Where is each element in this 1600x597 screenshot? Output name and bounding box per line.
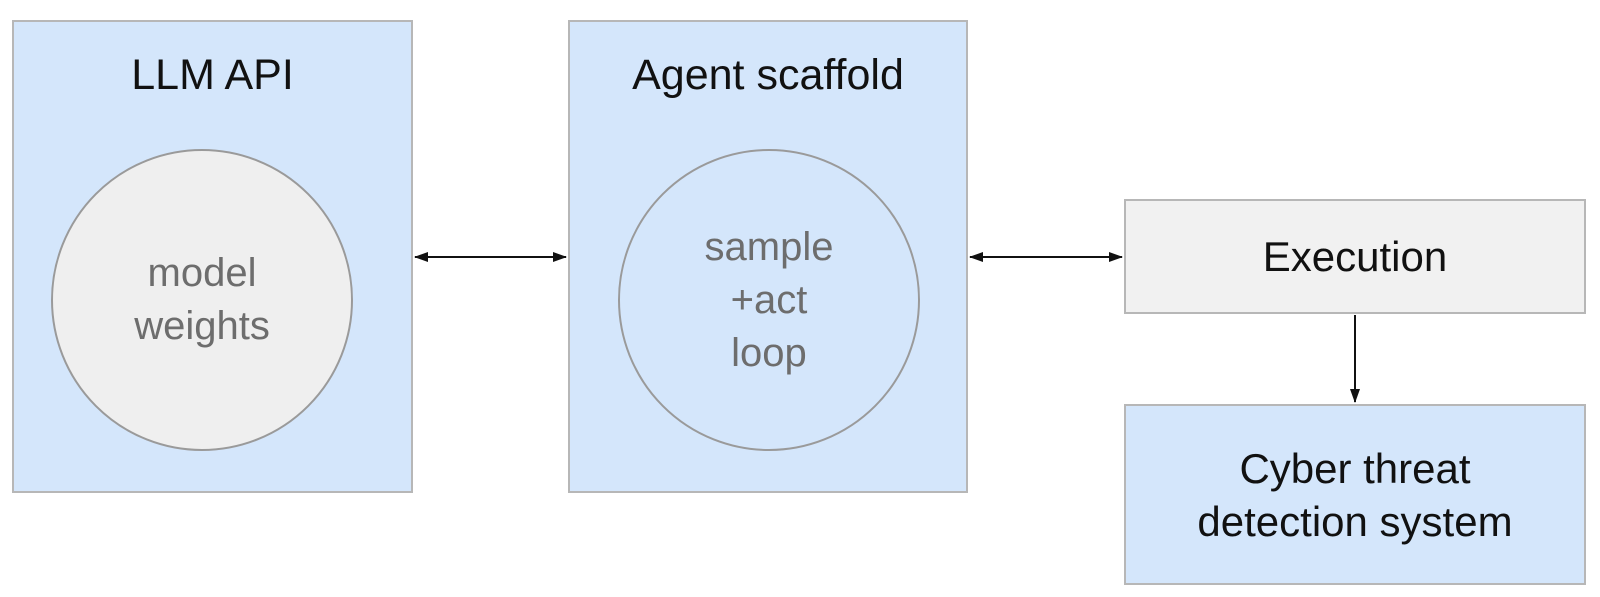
agent-scaffold-box: Agent scaffold sample +act loop: [568, 20, 968, 493]
execution-box: Execution: [1124, 199, 1586, 314]
llm-api-title: LLM API: [131, 51, 294, 99]
threat-detection-box: Cyber threat detection system: [1124, 404, 1586, 585]
model-weights-label: model weights: [134, 251, 270, 348]
threat-detection-label: Cyber threat detection system: [1197, 444, 1513, 545]
sample-act-loop-label: sample +act loop: [704, 224, 834, 375]
sample-act-loop-circle: sample +act loop: [618, 149, 920, 451]
agent-scaffold-title: Agent scaffold: [632, 51, 904, 99]
model-weights-circle: model weights: [51, 149, 353, 451]
llm-api-box: LLM API model weights: [12, 20, 413, 493]
execution-label: Execution: [1262, 233, 1448, 280]
